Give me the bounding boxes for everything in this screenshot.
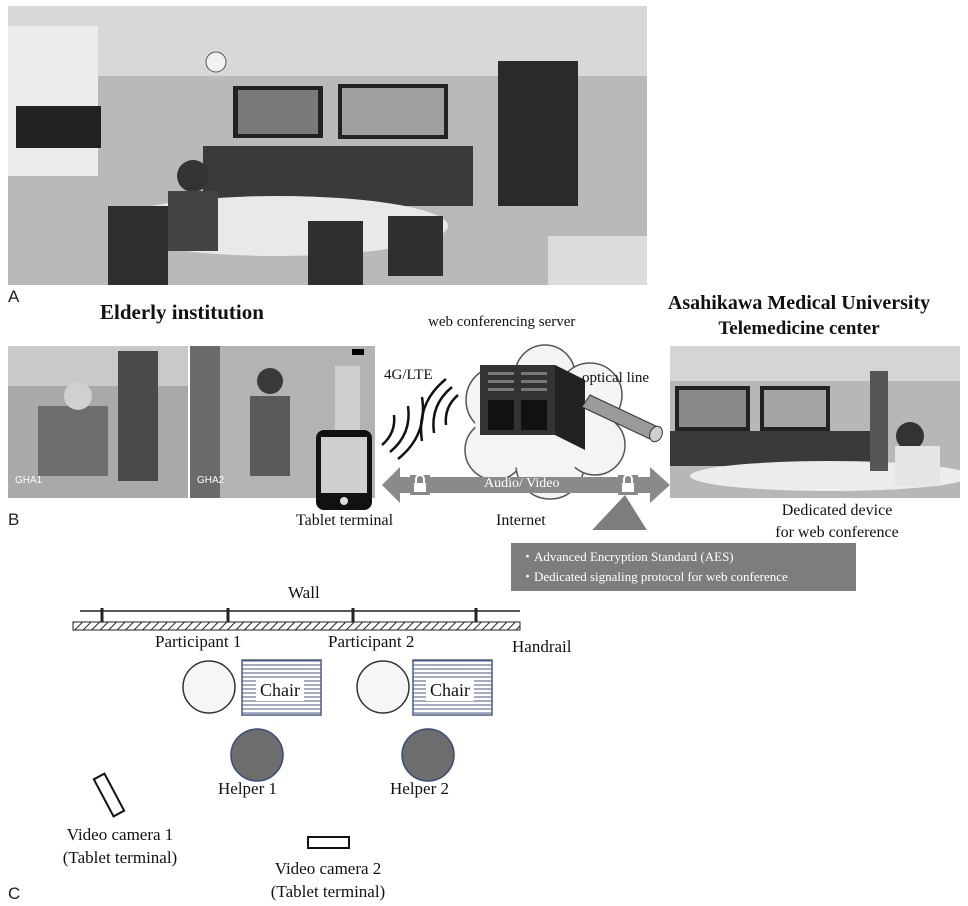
telemedicine-room-photo	[8, 6, 647, 285]
camera-1-label-1: Video camera 1	[66, 825, 174, 844]
tablet-icon	[316, 430, 372, 510]
dedicated-device-label-2: for web conference	[775, 524, 899, 541]
4g-lte-label: 4G/LTE	[384, 367, 433, 383]
server-icon	[480, 365, 585, 450]
audio-video-label: Audio/ Video	[484, 476, 560, 491]
chair-2-label: Chair	[426, 680, 474, 701]
internet-label: Internet	[496, 512, 546, 529]
participant-2-circle	[356, 660, 410, 714]
tablet-terminal-label: Tablet terminal	[296, 512, 394, 529]
lock-right-icon	[618, 474, 638, 495]
optical-line-icon	[581, 394, 663, 443]
lock-left-icon	[410, 474, 430, 495]
participant-1-label: Participant 1	[155, 632, 242, 651]
university-title: Asahikawa Medical University	[667, 292, 931, 314]
telemedicine-center-photo	[670, 346, 960, 498]
video-camera-1-icon	[92, 772, 126, 818]
camera-2-label-1: Video camera 2	[274, 859, 382, 878]
panel-label-a: A	[8, 287, 20, 306]
audio-video-arrow	[382, 467, 670, 503]
layout-floorplan	[182, 659, 493, 782]
chair-1-label: Chair	[256, 680, 304, 701]
telemedicine-room-illustration	[8, 6, 647, 285]
gha2-label: GHA2	[197, 475, 225, 486]
security-callout: ・Advanced Encryption Standard (AES) ・Ded…	[511, 543, 856, 591]
wireless-waves-left-icon	[381, 396, 425, 460]
camera-2-label-2: (Tablet terminal)	[270, 882, 386, 901]
gha1-illustration	[8, 346, 188, 498]
wall-bar	[72, 621, 521, 631]
gha1-photo	[8, 346, 188, 498]
wall-label: Wall	[288, 583, 320, 602]
participant-2-label: Participant 2	[328, 632, 415, 651]
callout-line-protocol: ・Dedicated signaling protocol for web co…	[521, 569, 788, 584]
telemedicine-center-title: Telemedicine center	[718, 318, 880, 339]
network-diagram	[381, 344, 670, 530]
wall-handrail	[72, 608, 521, 631]
gha1-label: GHA1	[15, 475, 43, 486]
panel-label-b: B	[8, 510, 20, 529]
telemedicine-center-illustration	[670, 346, 960, 498]
wireless-waves-right-icon	[419, 378, 459, 442]
panel-label-c: C	[8, 884, 21, 903]
helper-1-label: Helper 1	[218, 779, 278, 798]
helper-2-label: Helper 2	[390, 779, 450, 798]
participant-1-circle	[182, 660, 236, 714]
callout-pointer	[592, 495, 647, 530]
video-camera-2-icon	[307, 836, 350, 849]
helper-2-circle	[401, 728, 455, 782]
callout-line-aes: ・Advanced Encryption Standard (AES)	[521, 549, 734, 564]
elderly-institution-title: Elderly institution	[100, 300, 264, 324]
camera-1-label-2: (Tablet terminal)	[62, 848, 178, 867]
dedicated-device-label-1: Dedicated device	[781, 502, 893, 519]
optical-line-label: optical line	[582, 370, 650, 386]
helper-1-circle	[230, 728, 284, 782]
handrail-label: Handrail	[512, 637, 572, 656]
server-label: web conferencing server	[428, 314, 576, 330]
